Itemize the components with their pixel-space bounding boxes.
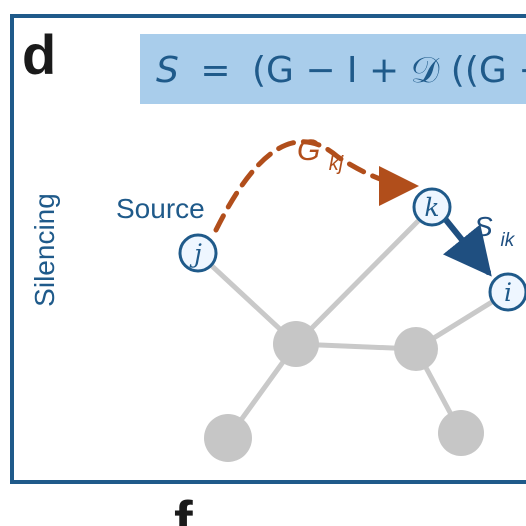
orange-dashed-arrow xyxy=(213,139,419,233)
side-label: Silencing xyxy=(29,193,60,307)
gray-node-center xyxy=(273,321,319,367)
formula-rhs: (G − I + 𝒟 ((G − I)G) xyxy=(252,50,526,91)
edge-center-k xyxy=(293,204,435,347)
g-edge-label: G kj xyxy=(297,134,344,175)
gray-nodes xyxy=(204,321,484,462)
panel-letter: d xyxy=(22,23,56,86)
g-edge-main: G xyxy=(297,134,320,167)
formula-text: S = (G − I + 𝒟 ((G − I)G) xyxy=(156,50,526,91)
g-edge-sub: kj xyxy=(329,153,344,175)
node-k-label: k xyxy=(424,193,439,222)
formula-box xyxy=(140,34,526,104)
s-edge-main: S xyxy=(474,211,493,242)
next-panel-letter: f xyxy=(174,489,193,526)
highlight-nodes xyxy=(178,187,526,312)
gray-node-bottom-right xyxy=(438,410,484,456)
node-k-circle xyxy=(412,187,452,227)
gray-node-right xyxy=(394,327,438,371)
node-i-label: i xyxy=(504,278,512,307)
formula-equals: = xyxy=(200,50,230,91)
source-label: Source xyxy=(116,193,205,224)
node-i-circle xyxy=(488,272,526,312)
s-edge-sub: ik xyxy=(500,230,515,251)
s-edge-label: S ik xyxy=(474,211,516,251)
blue-arrow xyxy=(442,217,492,277)
gray-node-bottom-left xyxy=(204,414,252,462)
formula-lhs: S xyxy=(156,50,179,91)
node-j-circle xyxy=(178,233,218,273)
